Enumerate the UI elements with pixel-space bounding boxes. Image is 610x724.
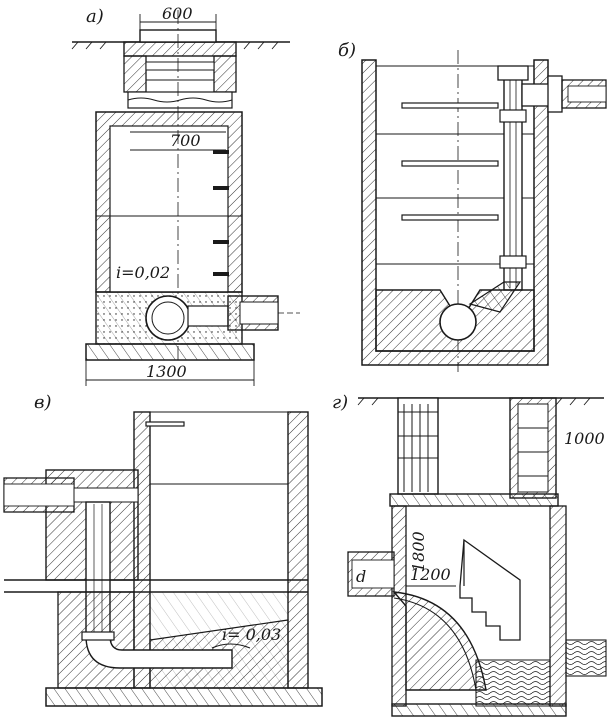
panel-b-walls xyxy=(361,59,549,366)
panel-b-pipe-section xyxy=(439,303,477,341)
panel-v-foundation xyxy=(45,687,323,707)
slope-label-v: i= 0,03 xyxy=(222,625,281,644)
ground-hatch xyxy=(71,41,279,50)
tray-channel xyxy=(187,305,229,327)
panel-b-letter: б) xyxy=(338,40,356,61)
panel-g-water xyxy=(475,659,551,707)
foundation-slab xyxy=(85,343,255,361)
dim-label-1300: 1300 xyxy=(146,362,187,381)
panel-v-letter: в) xyxy=(34,392,52,413)
panel-a: 600 а) 700 i=0,02 xyxy=(71,4,300,386)
dim-label-1800: 1800 xyxy=(409,531,428,572)
panel-g-left-shaft xyxy=(397,397,439,495)
panel-v-elbow-pipe xyxy=(85,635,233,669)
panel-b: б) xyxy=(338,40,607,372)
panel-g: г) 1000 1800 d xyxy=(332,392,607,717)
hatch-cover xyxy=(123,41,237,57)
panel-g-letter: г) xyxy=(332,392,348,413)
panel-g-foundation xyxy=(391,703,567,717)
ladder-rungs xyxy=(213,150,229,276)
dim-label-600: 600 xyxy=(162,4,193,23)
pipe-cross-section xyxy=(145,295,191,341)
pipe-label-d: d xyxy=(356,567,366,586)
panel-a-letter: а) xyxy=(86,6,104,27)
chamber-interior xyxy=(109,125,229,293)
panel-v-shaft-wall-right xyxy=(287,411,309,689)
hatch-frame-right xyxy=(213,55,237,93)
panel-g-roof-slab xyxy=(389,493,559,507)
hatch-frame-left xyxy=(123,55,147,93)
panel-v: в) i= 0,03 xyxy=(3,392,323,707)
dim-label-1000: 1000 xyxy=(564,429,605,448)
slope-label-a: i=0,02 xyxy=(116,263,170,282)
hatch-grate xyxy=(145,61,215,71)
dim-label-1200: 1200 xyxy=(410,565,451,584)
panel-b-steps xyxy=(401,102,499,221)
dim-label-700: 700 xyxy=(170,131,201,150)
panel-g-stepped-spillway xyxy=(459,538,521,641)
panel-g-outlet xyxy=(565,639,607,677)
